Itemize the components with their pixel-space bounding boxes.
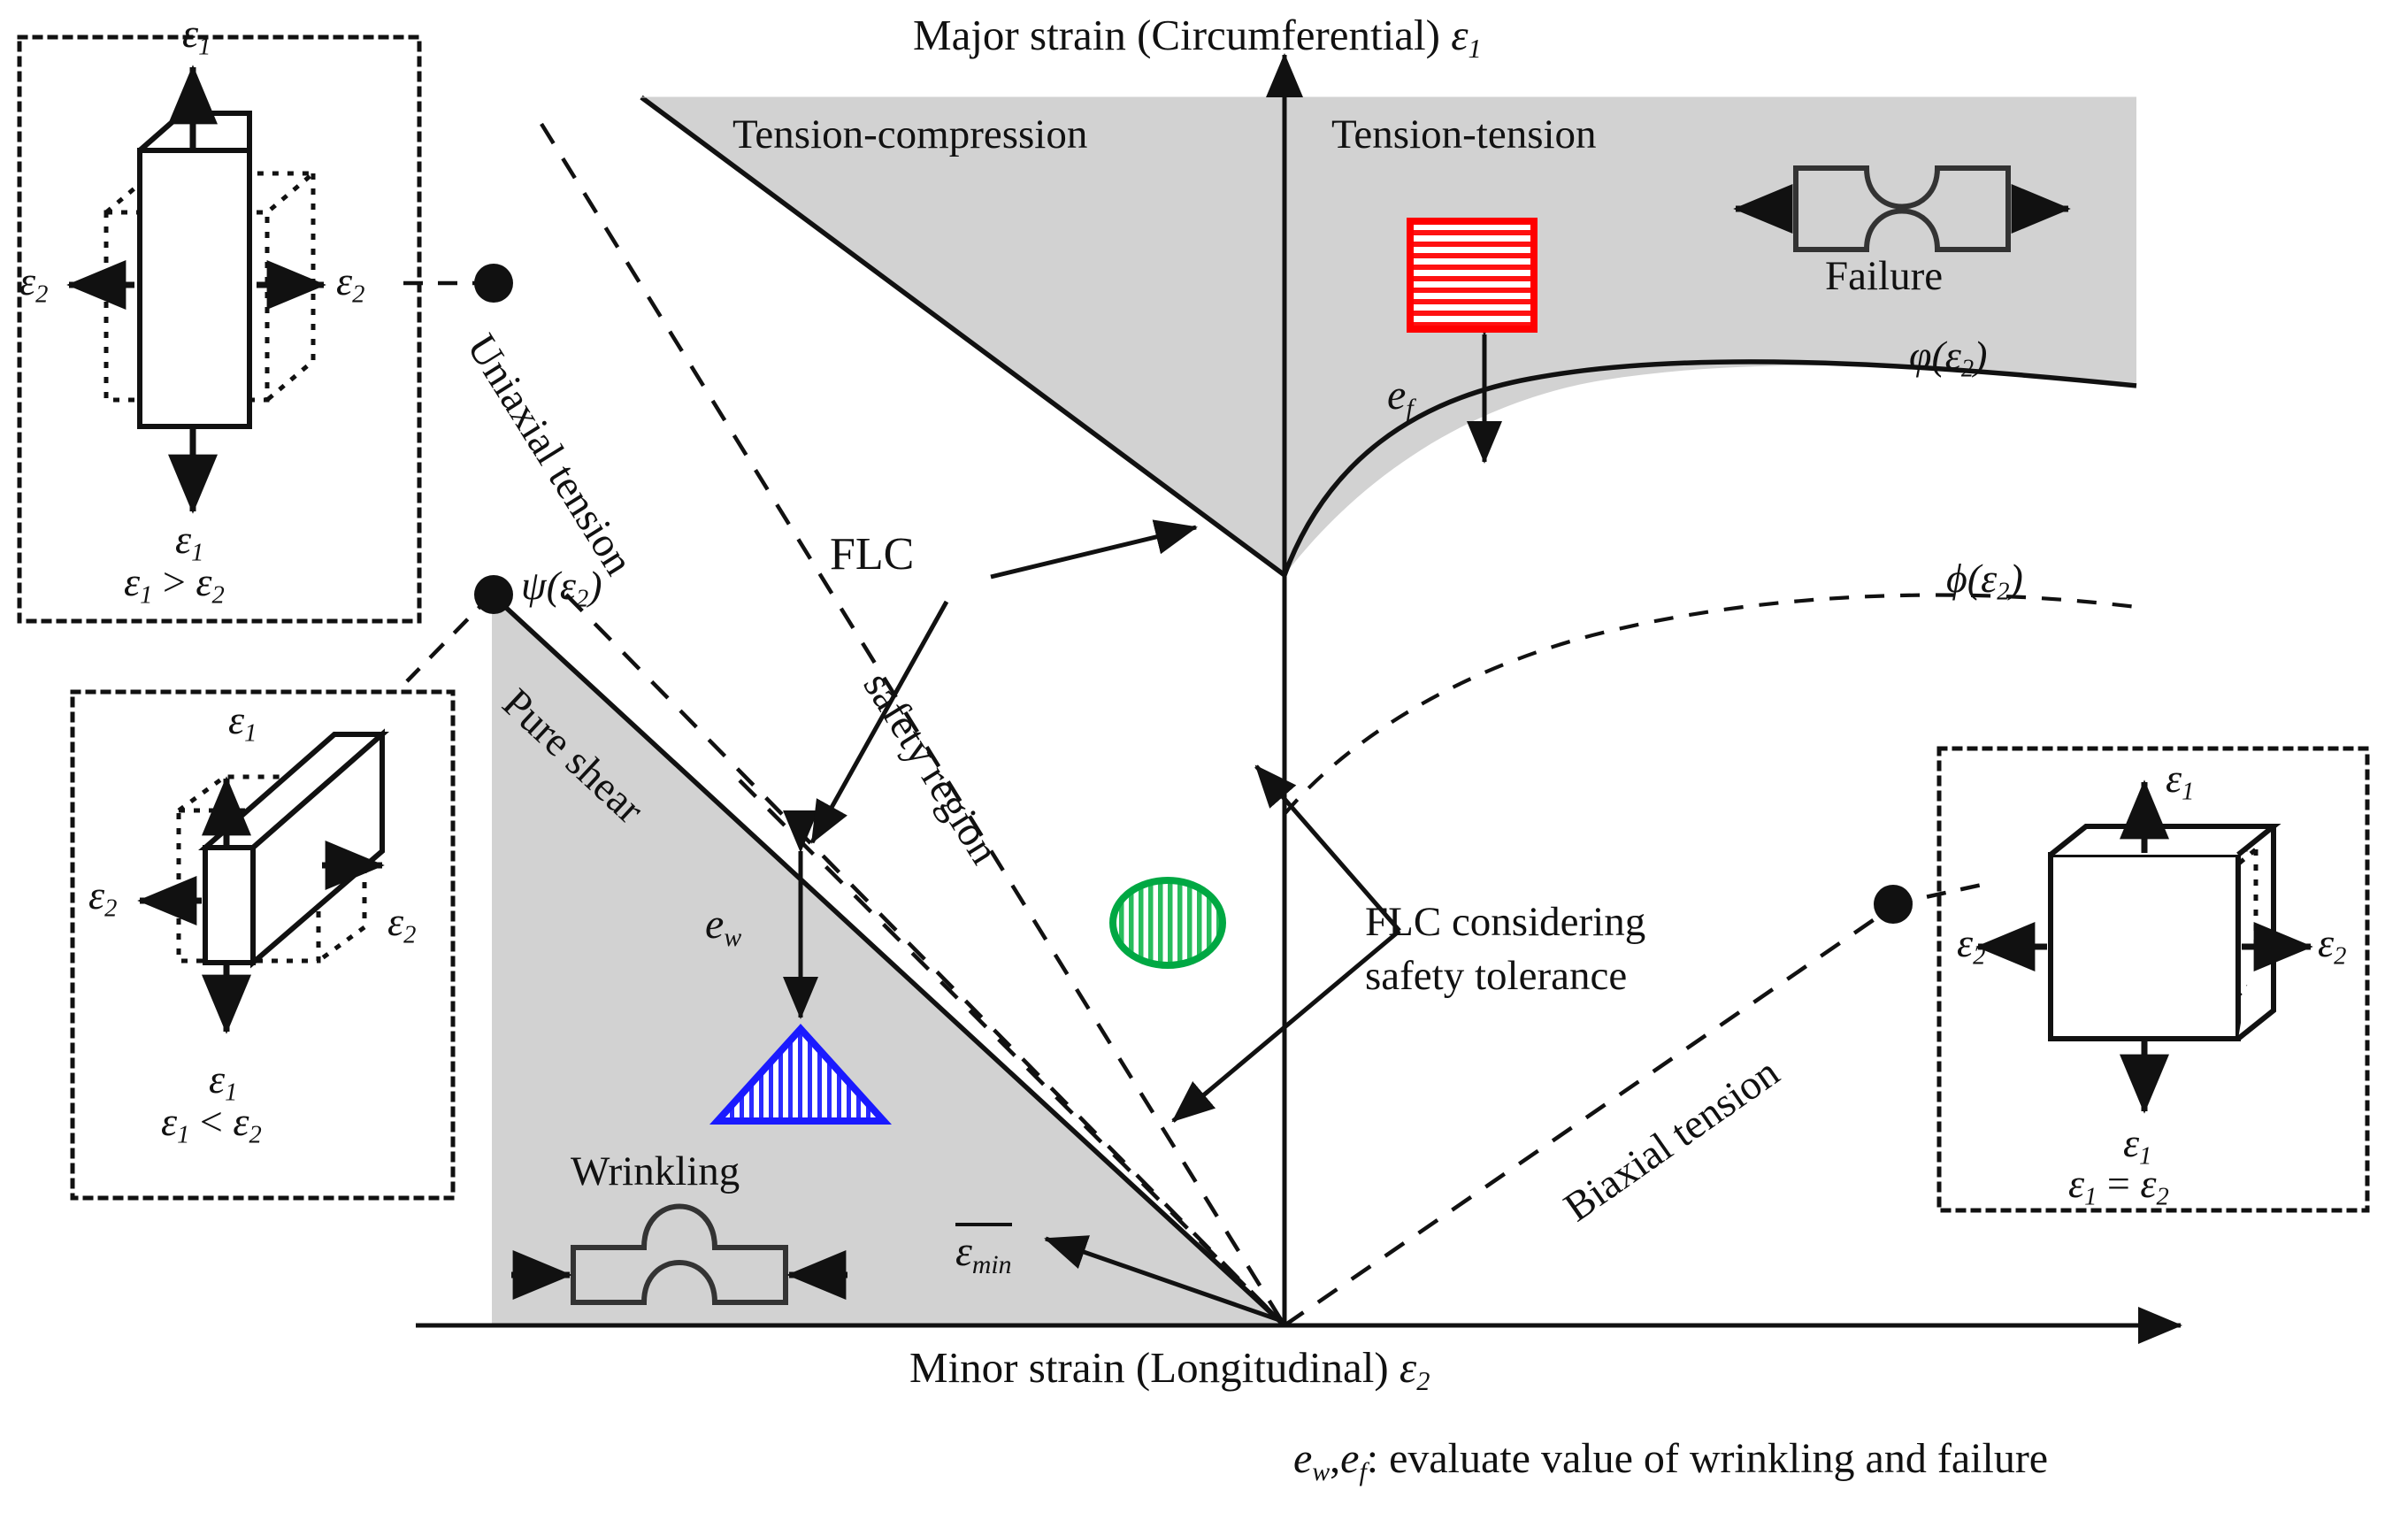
inset3-bottom-label: ε1 [2123, 1120, 2152, 1171]
flc-safety-tolerance-curve [1283, 593, 2137, 816]
callout-flc-safety-line1: FLC considering [1365, 899, 1646, 945]
inset-uniaxial-tension-element [17, 35, 422, 624]
flc-safety-callout-leaders [1171, 764, 1401, 1123]
inset3-right-label: ε2 [2318, 920, 2347, 971]
inset2-top-label: ε1 [228, 697, 257, 748]
quadrant-label-tension-compression: Tension-compression [732, 111, 1088, 157]
epsilon-min-leader [1044, 1235, 1285, 1325]
wrinkling-limit-marker-dot [474, 575, 513, 614]
evaluator-label-ew: ew [705, 901, 742, 952]
inset-pure-shear-element [70, 689, 456, 1201]
footnote-symbol-ef: e [1340, 1435, 1360, 1482]
uniaxial-tension-path [540, 122, 1286, 1327]
x-axis-subscript: 2 [1416, 1366, 1430, 1397]
wrinkled-specimen-icon [511, 1203, 847, 1305]
flc-failure-curve [640, 95, 2137, 578]
wrinkling-tolerance-line [564, 593, 1286, 1327]
footnote-symbol-ew: e [1293, 1435, 1313, 1482]
pure-shear-path-upper [738, 779, 1286, 1327]
inset3-relation: ε1 = ε2 [2068, 1161, 2169, 1211]
curve-label-wrinkling-psi: ψ(ε2) [521, 563, 602, 613]
inset-biaxial-tension-element [1936, 746, 2370, 1213]
inset2-relation: ε1 < ε2 [161, 1099, 262, 1149]
inset2-right-label: ε2 [387, 899, 417, 949]
curve-label-tolerance-phi: ϕ(ε2) [1946, 556, 2023, 606]
axes [416, 53, 2182, 1345]
evaluator-label-ef: ef [1387, 372, 1414, 423]
inset1-relation: ε1 > ε2 [124, 559, 225, 610]
failure-color-swatch [1407, 218, 1538, 333]
inset1-right-label: ε2 [336, 258, 365, 309]
safety-region-color-swatch [1109, 877, 1226, 969]
inset1-left-label: ε2 [19, 258, 49, 309]
x-axis-label-text: Minor strain (Longitudinal) [909, 1343, 1400, 1392]
inset2-bottom-label: ε1 [209, 1056, 238, 1107]
inset2-left-label: ε2 [88, 872, 118, 923]
necked-specimen-icon [1733, 165, 2071, 252]
callout-flc: FLC [830, 529, 915, 580]
x-axis-label: Minor strain (Longitudinal) ε2 [909, 1345, 1430, 1396]
y-axis-subscript: 1 [1468, 34, 1482, 65]
callout-flc-safety-line2: safety tolerance [1365, 953, 1628, 1000]
uniaxial-tension-marker-dot [474, 264, 513, 303]
inset1-bottom-label: ε1 [175, 517, 204, 567]
evaluator-label-epsilon-min: εmin [955, 1223, 1012, 1278]
footnote-text: : evaluate value of wrinkling and failur… [1366, 1435, 2049, 1482]
quadrant-label-tension-tension: Tension-tension [1331, 111, 1597, 157]
biaxial-tension-marker-dot [1874, 885, 1913, 924]
flc-callout-leaders [809, 519, 1198, 844]
region-label-wrinkling: Wrinkling [571, 1148, 740, 1194]
x-axis-symbol: ε [1399, 1343, 1417, 1392]
biaxial-tension-path [1283, 894, 1911, 1327]
curve-label-failure-phi: φ(ε2) [1909, 333, 1988, 383]
callout-flc-safety-tolerance: FLC considering safety tolerance [1365, 895, 1645, 1003]
inset3-left-label: ε2 [1957, 920, 1986, 971]
inset1-top-label: ε1 [182, 11, 211, 61]
footnote: ew,ef: evaluate value of wrinkling and f… [1293, 1435, 2049, 1486]
region-label-failure: Failure [1825, 253, 1944, 299]
y-axis-symbol: ε [1451, 11, 1469, 59]
inset3-top-label: ε1 [2166, 756, 2195, 806]
y-axis-label: Major strain (Circumferential) ε1 [913, 12, 1482, 64]
y-axis-label-text: Major strain (Circumferential) [913, 11, 1452, 59]
